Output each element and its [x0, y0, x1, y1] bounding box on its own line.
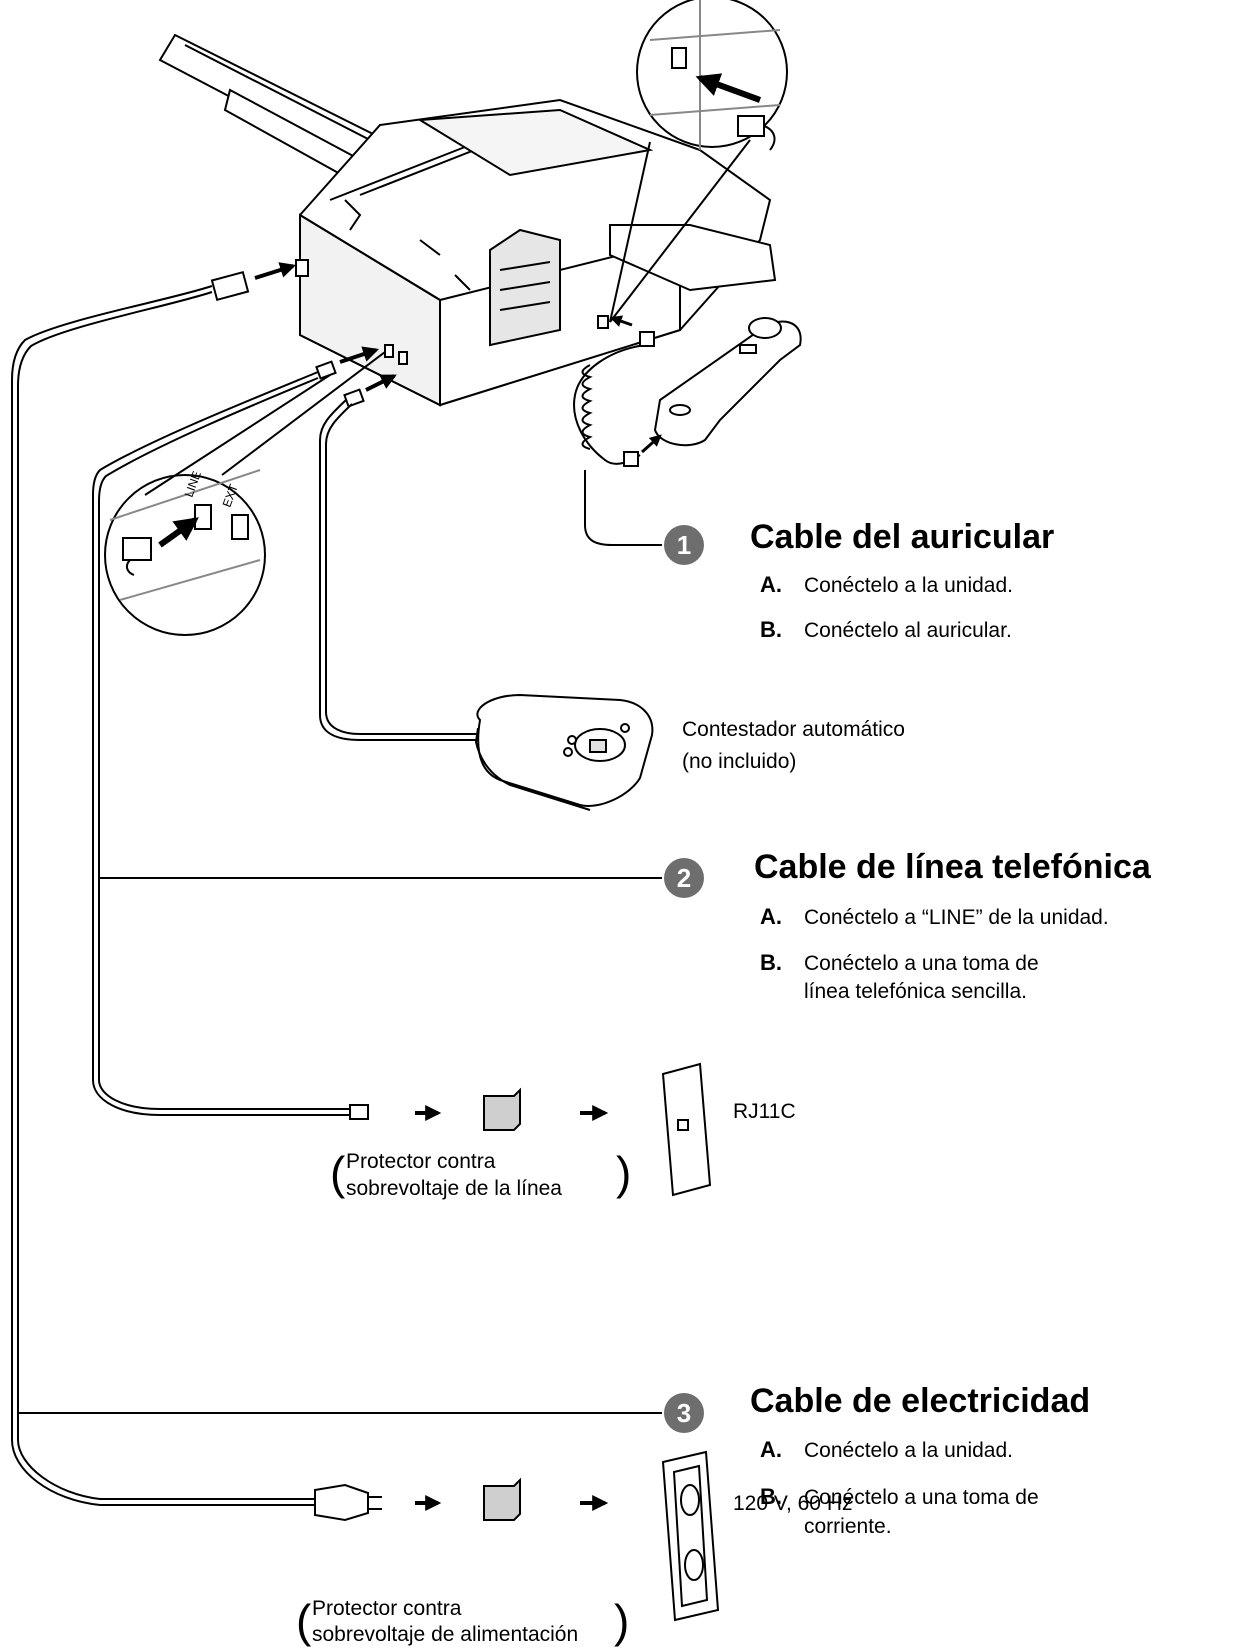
answering-machine-note: (no incluido) — [682, 750, 797, 773]
step-1-item-b-letter: B. — [760, 617, 782, 642]
power-outlet-label: 120 V, 60 Hz — [733, 1492, 853, 1515]
step-3-title: Cable de electricidad — [750, 1382, 1091, 1420]
power-protector-close-paren: ) — [614, 1595, 630, 1647]
step-3-item-b-text: Conéctelo a una toma de — [804, 1486, 1039, 1509]
handset-jack-zoom — [609, 0, 788, 323]
step-2-item-b-text-2: línea telefónica sencilla. — [804, 980, 1027, 1003]
step-3-item-b-text-2: corriente. — [804, 1515, 892, 1538]
step-3-badge: 3 — [664, 1393, 704, 1433]
step-1-item-a-letter: A. — [760, 572, 782, 597]
power-protector-label-1: Protector contra — [312, 1597, 462, 1620]
step-1-item-a: A. Conéctelo a la unidad. — [760, 572, 1013, 598]
rear-plugs — [210, 262, 397, 408]
step-3-item-b: B. Conéctelo a una toma de — [760, 1484, 1039, 1510]
step-2-title: Cable de línea telefónica — [754, 848, 1151, 886]
answering-machine-label: Contestador automático — [682, 718, 905, 741]
handset-illustration — [573, 315, 802, 467]
step-2-item-b-letter: B. — [760, 950, 782, 975]
step-3-item-b-letter: B. — [760, 1484, 782, 1509]
step-3-item-a-letter: A. — [760, 1437, 782, 1462]
power-wall-outlet — [661, 1450, 720, 1622]
phone-jack-label: RJ11C — [733, 1100, 796, 1123]
phone-wall-jack — [661, 1062, 712, 1197]
cable-lines — [11, 285, 662, 1506]
step-3-item-a: A. Conéctelo a la unidad. — [760, 1437, 1013, 1463]
line-protector-label-2: sobrevoltaje de la línea — [346, 1177, 562, 1200]
power-protector-chain — [314, 1477, 609, 1522]
step-1-item-a-text: Conéctelo a la unidad. — [804, 574, 1013, 597]
step-2-item-a-letter: A. — [760, 904, 782, 929]
power-protector-label-2: sobrevoltaje de alimentación — [312, 1623, 579, 1646]
step-2-badge: 2 — [664, 858, 704, 898]
step-1-item-b: B. Conéctelo al auricular. — [760, 617, 1012, 643]
power-protector-open-paren: ( — [296, 1595, 312, 1647]
step-2-item-a: A. Conéctelo a “LINE” de la unidad. — [760, 904, 1109, 930]
step-2-item-a-text: Conéctelo a “LINE” de la unidad. — [804, 906, 1109, 929]
line-protector-label-1: Protector contra — [346, 1150, 496, 1173]
line-ext-zoom — [104, 351, 386, 636]
step-3-item-a-text: Conéctelo a la unidad. — [804, 1439, 1013, 1462]
line-protector-chain — [349, 1087, 609, 1131]
line-protector-open-paren: ( — [330, 1147, 346, 1199]
step-2-item-b: B. Conéctelo a una toma de — [760, 950, 1039, 976]
answering-machine-illustration — [474, 693, 654, 811]
step-1-badge: 1 — [664, 525, 704, 565]
line-protector-close-paren: ) — [616, 1147, 632, 1199]
step-1-item-b-text: Conéctelo al auricular. — [804, 619, 1012, 642]
step-1-title: Cable del auricular — [750, 518, 1055, 556]
step-2-item-b-text: Conéctelo a una toma de — [804, 952, 1039, 975]
